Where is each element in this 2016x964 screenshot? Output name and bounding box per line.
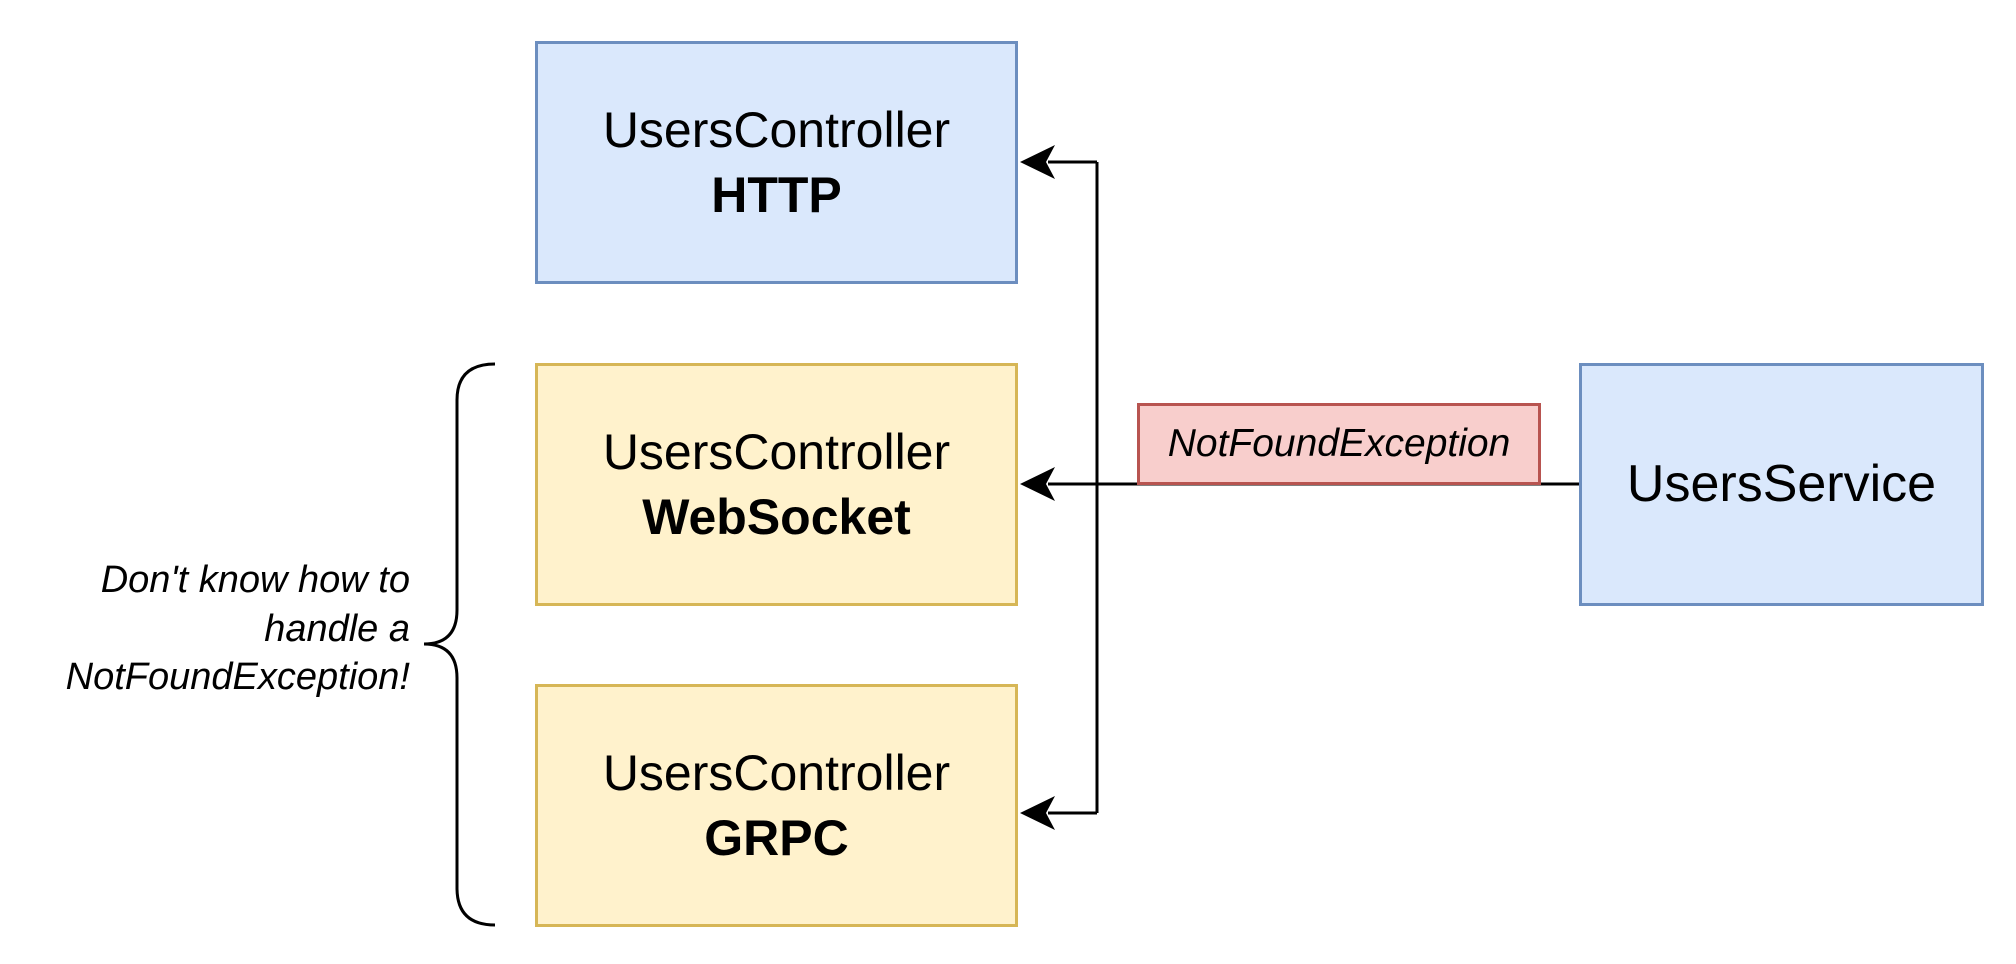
node-title: UsersController [602,744,951,801]
brace-annotation: Don't know how to handle a NotFoundExcep… [20,556,410,702]
node-title: UsersController [602,101,951,158]
curly-brace [423,362,496,927]
annotation-line: Don't know how to [100,559,410,601]
annotation-line: handle a [264,607,410,650]
users-controller-http[interactable]: UsersController HTTP [535,41,1018,284]
node-title: UsersService [1626,454,1937,513]
annotation-line: NotFoundException! [65,656,410,699]
users-controller-grpc[interactable]: UsersController GRPC [535,684,1018,927]
arrowhead-grpc [1020,796,1055,830]
node-protocol: HTTP [711,166,842,223]
arrowhead-websocket [1020,467,1055,501]
users-service[interactable]: UsersService [1579,363,1984,606]
arrowhead-http [1020,145,1055,179]
node-protocol: GRPC [704,809,849,866]
node-title: UsersController [602,423,951,480]
exception-edge-label[interactable]: NotFoundException [1137,403,1541,485]
users-controller-websocket[interactable]: UsersController WebSocket [535,363,1018,606]
node-protocol: WebSocket [642,488,911,545]
